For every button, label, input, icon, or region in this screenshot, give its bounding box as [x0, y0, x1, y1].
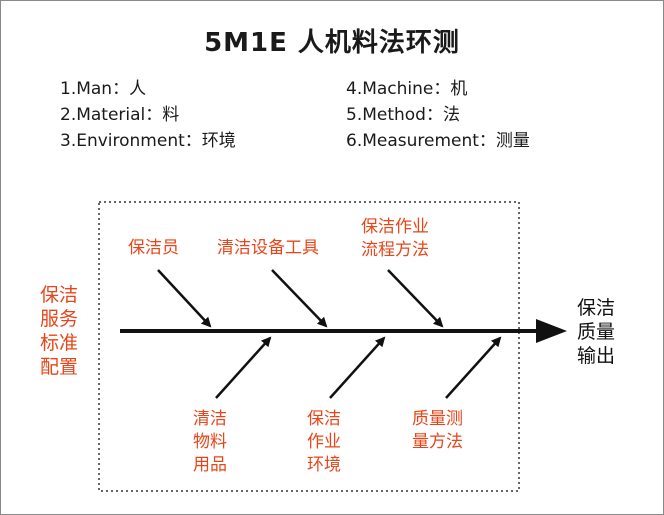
cause-label-process-method: 保洁作业 流程方法	[361, 217, 429, 260]
cause-label-measurement: 质量测 量方法	[412, 409, 463, 452]
legend-item-machine: 4.Machine：机	[346, 79, 468, 99]
cause-arrow-bottom-3	[445, 336, 502, 399]
cause-arrow-top-2	[271, 269, 328, 328]
legend-left: 1.Man：人 2.Material：料 3.Environment：环境	[60, 76, 236, 154]
cause-label-environment: 保洁 作业 环境	[307, 409, 341, 475]
diagram-boundary	[98, 201, 520, 492]
legend-item-material: 2.Material：料	[60, 105, 180, 125]
cause-arrow-top-3	[387, 269, 444, 328]
cause-arrow-top-1	[157, 269, 212, 328]
cause-arrow-bottom-2	[329, 336, 386, 399]
cause-label-equipment: 清洁设备工具	[217, 238, 319, 258]
problem-head-label: 保洁 服务 标准 配置	[40, 284, 79, 378]
cause-label-materials: 清洁 物料 用品	[193, 409, 227, 475]
effect-label: 保洁 质量 输出	[577, 297, 616, 367]
spine-arrowhead	[536, 319, 567, 343]
cause-arrow-bottom-1	[215, 336, 272, 399]
legend-item-environment: 3.Environment：环境	[60, 131, 236, 151]
legend-item-measurement: 6.Measurement：测量	[346, 131, 530, 151]
legend-item-method: 5.Method：法	[346, 105, 460, 125]
page-title: 5M1E 人机料法环测	[204, 28, 460, 58]
cause-label-cleaner: 保洁员	[128, 238, 179, 258]
legend-item-man: 1.Man：人	[60, 79, 147, 99]
legend-right: 4.Machine：机 5.Method：法 6.Measurement：测量	[346, 76, 530, 154]
